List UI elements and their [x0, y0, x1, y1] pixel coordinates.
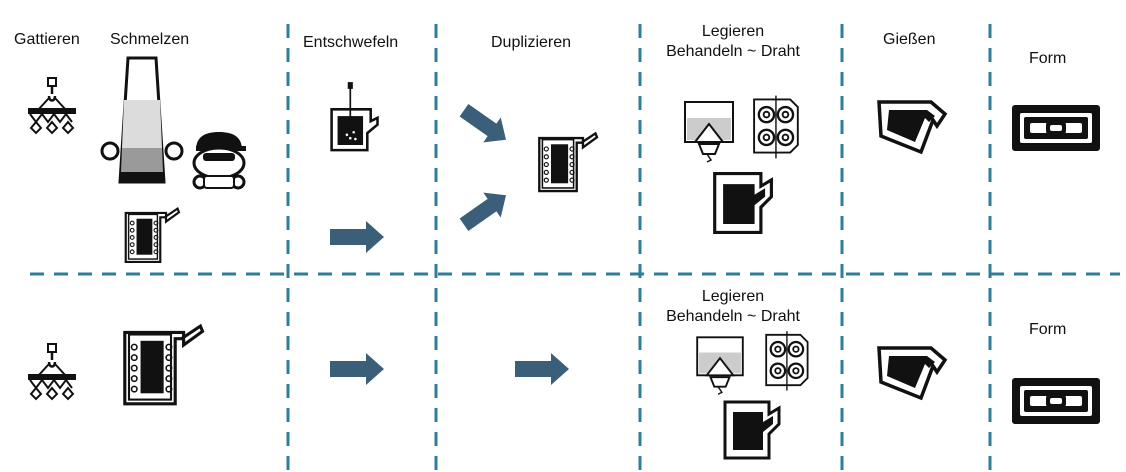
label-legieren-top: Legieren Behandeln ~ Draht: [652, 22, 814, 62]
alloy-hopper-icon: [696, 336, 744, 396]
label-giessen: Gießen: [883, 31, 936, 48]
label-form-bottom: Form: [1029, 321, 1067, 338]
crane-hook-icon: [26, 342, 78, 401]
arrow-right-icon: [515, 353, 569, 385]
arrow-right-icon: [330, 353, 384, 385]
label-legieren-top-line1: Legieren: [701, 23, 765, 40]
alloy-hopper-icon: [684, 101, 734, 163]
label-gattieren: Gattieren: [14, 31, 80, 48]
arrow-right-icon: [330, 221, 384, 253]
pouring-cart-icon: [192, 132, 246, 190]
pouring-ladle-icon: [877, 346, 947, 400]
duplex-furnace-icon: [538, 132, 599, 193]
arrow-up-right-icon: [455, 182, 515, 238]
treatment-ladle-icon: [713, 172, 773, 234]
desulfurization-ladle-icon: [330, 80, 379, 152]
label-legieren-bottom-line1: Legieren: [701, 288, 765, 305]
label-entschwefeln: Entschwefeln: [303, 34, 399, 51]
cupola-furnace-icon: [100, 56, 184, 184]
mold-icon: [1012, 378, 1100, 424]
treatment-ladle-icon: [723, 400, 781, 460]
wire-feeder-icon: [765, 330, 809, 392]
label-legieren-bottom-line2: Behandeln ~ Draht: [666, 308, 800, 325]
induction-furnace-icon: [123, 324, 205, 406]
label-legieren-bottom: Legieren Behandeln ~ Draht: [652, 287, 814, 327]
label-schmelzen: Schmelzen: [110, 31, 190, 48]
label-duplizieren: Duplizieren: [491, 34, 572, 51]
grid-lines: [30, 24, 1120, 472]
label-legieren-top-line2: Behandeln ~ Draht: [666, 43, 800, 60]
mold-icon: [1012, 105, 1100, 151]
crane-hook-icon: [26, 76, 78, 135]
pouring-ladle-icon: [877, 100, 947, 154]
induction-furnace-icon: [124, 207, 181, 264]
arrow-down-right-icon: [455, 97, 515, 153]
label-form-top: Form: [1029, 50, 1067, 67]
wire-feeder-icon: [752, 94, 799, 160]
